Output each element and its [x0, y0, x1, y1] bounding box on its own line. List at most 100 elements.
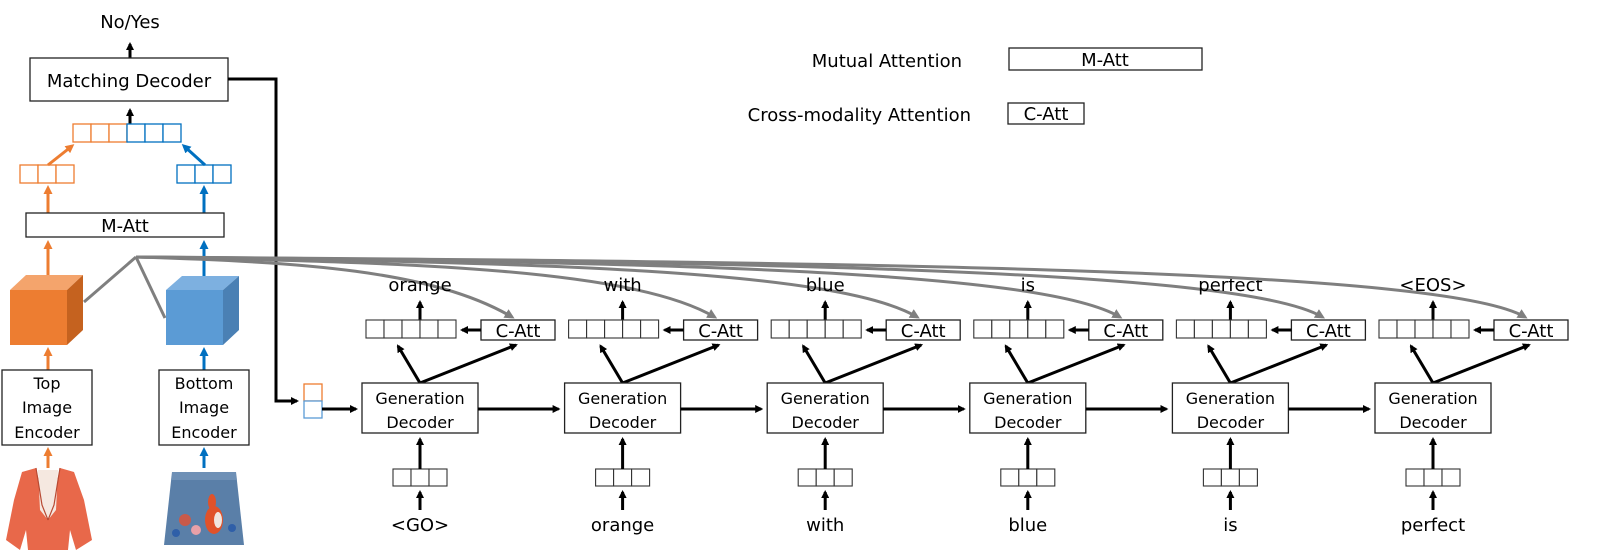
output-vector-cell [1027, 319, 1047, 339]
legend-symbol-mutual-attention-box [1008, 47, 1203, 71]
input-word: with [806, 515, 844, 536]
output-vector-cell [1396, 319, 1416, 339]
output-vector-cell [991, 319, 1011, 339]
decoder-to-vector-arrow [1207, 344, 1232, 384]
top-image-encoder-box [1, 369, 93, 446]
input-word: orange [591, 515, 654, 536]
output-vector-cell [1450, 319, 1470, 339]
legend-symbol-mutual-attention: M-Att [1081, 50, 1129, 71]
top-feature-cube [10, 275, 83, 345]
output-vector-cell [1229, 319, 1249, 339]
attention-source-line-bottom [134, 256, 167, 319]
output-vector-cell [419, 319, 439, 339]
output-vector-cell [1045, 319, 1065, 339]
output-vector-cell [604, 319, 624, 339]
generation-decoder-line-1: Generation [983, 389, 1072, 408]
mutual-attention-box [25, 212, 225, 238]
top-to-concat-arrow [47, 144, 75, 167]
input-embedding-cell [833, 468, 853, 487]
input-embedding-cell [1238, 468, 1258, 487]
input-embedding-cell [595, 468, 615, 487]
input-embedding-cell [1220, 468, 1240, 487]
decoder-to-vector-arrow [599, 344, 624, 384]
input-embedding-cell [1405, 468, 1425, 487]
generation-decoder-line-1: Generation [781, 389, 870, 408]
denim-skirt-image [164, 472, 244, 545]
top-encoder-line-3: Encoder [14, 423, 80, 442]
bottom-encoder-line-1: Bottom [175, 374, 234, 393]
generation-decoder-box [969, 382, 1087, 434]
cross-attention-label: C-Att [1103, 321, 1148, 342]
output-vector-cell [1414, 319, 1434, 339]
output-vector-cell [568, 319, 588, 339]
init-state-vector [303, 383, 323, 419]
output-vector-cell [1211, 319, 1231, 339]
bottom-encoder-line-2: Image [179, 398, 229, 417]
input-embedding-cell [1423, 468, 1443, 487]
decoder-to-cross-attention-arrow [419, 343, 518, 385]
input-word: <GO> [391, 515, 449, 536]
output-vector-cell [770, 319, 790, 339]
input-embedding-cell [797, 468, 817, 487]
generation-decoder-line-2: Decoder [386, 413, 454, 432]
legend-symbol-cross-attention-box [1007, 102, 1085, 125]
generation-decoder-box [1374, 382, 1492, 434]
generation-decoder-line-1: Generation [578, 389, 667, 408]
matching-branch: No/Yes Matching Decoder [1, 12, 250, 550]
cross-attention-label: C-Att [698, 321, 743, 342]
orange-blazer-image [6, 467, 92, 550]
input-embedding-cell [613, 468, 633, 487]
decoder-to-vector-arrow [1409, 344, 1435, 384]
generation-decoder-box [1171, 382, 1290, 434]
generation-decoder-line-2: Decoder [994, 413, 1062, 432]
decoder-to-vector-arrow [1004, 344, 1030, 384]
input-embedding-cell [1441, 468, 1461, 487]
output-vector-cell [1009, 319, 1029, 339]
output-vector-cell [973, 319, 993, 339]
output-word: blue [806, 275, 845, 296]
output-vector-cell [365, 319, 385, 339]
cross-attention-label: C-Att [1306, 321, 1351, 342]
input-embedding-cell [631, 468, 651, 487]
generation-decoder-line-2: Decoder [589, 413, 657, 432]
cross-attention-label: C-Att [901, 321, 946, 342]
legend-label-mutual-attention: Mutual Attention [812, 51, 962, 72]
generation-decoder-box [563, 382, 682, 434]
input-embedding-cell [1036, 468, 1056, 487]
top-encoder-line-2: Image [22, 398, 72, 417]
bottom-image-encoder-box [158, 369, 250, 446]
input-embedding-cell [428, 468, 448, 487]
output-vector-cell [383, 319, 403, 339]
input-embedding-cell [815, 468, 835, 487]
mutual-attention-label: M-Att [101, 216, 149, 237]
generation-decoder-box [766, 382, 884, 434]
output-vector-cell [401, 319, 421, 339]
output-vector-cell [640, 319, 660, 339]
output-vector-cell [824, 319, 844, 339]
input-embedding-cell [410, 468, 430, 487]
bottom-feature-cube [166, 276, 239, 345]
output-vector-cell [1247, 319, 1267, 339]
output-vector-cell [622, 319, 642, 339]
generation-decoder-line-1: Generation [375, 389, 464, 408]
concat-feature-vector [72, 123, 182, 143]
matching-to-init-state-line [228, 77, 299, 405]
output-vector-cell [842, 319, 862, 339]
output-vector-cell [1432, 319, 1452, 339]
decoder-to-cross-attention-arrow [824, 343, 924, 385]
matching-output-label: No/Yes [100, 12, 160, 33]
output-word: <EOS> [1399, 275, 1466, 296]
legend-label-cross-modality-attention: Cross-modality Attention [748, 105, 971, 126]
output-word: with [603, 275, 641, 296]
decoder-to-vector-arrow [801, 344, 827, 384]
decoder-to-cross-attention-arrow [1027, 343, 1126, 385]
output-word: perfect [1198, 275, 1262, 296]
input-word: blue [1008, 515, 1047, 536]
legend: Mutual Attention M-Att Cross-modality At… [748, 47, 1203, 126]
output-vector-cell [806, 319, 826, 339]
input-embedding-cell [392, 468, 412, 487]
top-feature-vector [19, 164, 75, 184]
